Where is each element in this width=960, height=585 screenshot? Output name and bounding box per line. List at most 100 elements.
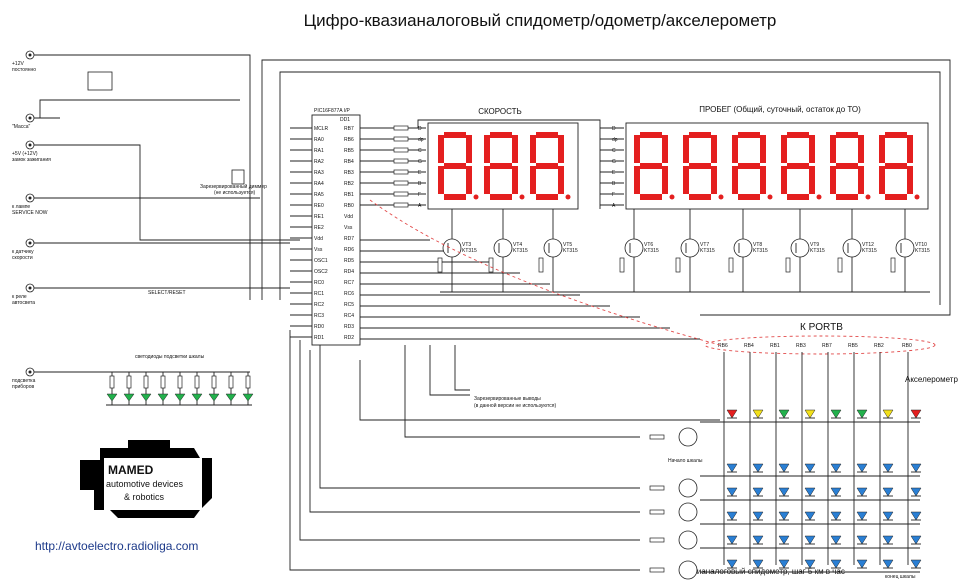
transistor [680,238,700,258]
bargraph-led [856,511,868,521]
outer-wire [279,71,941,305]
segment [490,132,512,138]
segment [738,194,760,200]
bargraph-led [804,511,816,521]
bargraph-led [882,535,894,545]
transistor [624,238,644,258]
segment [858,166,864,194]
mamed-logo: MAMED automotive devices & robotics [80,440,212,518]
mcu-left-pin: RC1 [314,291,324,297]
segment [536,194,558,200]
mcu-left-pin: Vss [314,247,323,253]
seven-segment-digit [781,132,822,200]
mcu-right-pin: Vdd [344,214,353,220]
row-resistor [649,537,665,543]
bargraph-led [882,487,894,497]
wire [309,350,640,513]
base-resistor [890,257,896,273]
connector-pin [28,116,32,120]
outer-wire [261,59,951,316]
odo-seg-pin: F [612,192,615,198]
connector-sublabel: SERVICE NOW [12,210,48,216]
segment-resistor [393,125,409,131]
segment [760,135,766,163]
connector-pin [28,53,32,57]
bargraph-led [830,511,842,521]
speed-seg-pin: F [418,192,421,198]
segment [689,194,711,200]
segment [836,132,858,138]
seven-segment-digit [634,132,675,200]
backlight-label: светодиоды подсветки шкалы [135,354,205,360]
mcu-right-pin: RB1 [344,192,354,198]
base-resistor [488,257,494,273]
backlight-resistor [211,375,217,389]
transistor-type: KT315 [513,248,528,254]
mcu-left-pin: RA1 [314,148,324,154]
mcu-right-pin: RB6 [344,137,354,143]
segment [830,135,836,163]
segment [858,135,864,163]
mcu-left-pin: RE2 [314,225,324,231]
portb-pin: RB5 [848,343,858,349]
row-transistor [678,427,698,447]
mcu-right-pin: RD3 [344,324,354,330]
bargraph-led [752,487,764,497]
transistor [733,238,753,258]
segment [885,194,907,200]
connector-label: к реле [12,294,27,300]
segment [444,132,466,138]
wire [454,345,470,391]
bus-wire [417,119,601,209]
bargraph-led [726,511,738,521]
segment [885,163,907,169]
mcu-left-pin: RA3 [314,170,324,176]
transistor-ref: VT10 [915,242,927,248]
bargraph-led [830,535,842,545]
seven-segment-digit [484,132,525,200]
decimal-point [565,194,571,200]
backlight-led [174,393,186,402]
segment [907,135,913,163]
connector-sublabel: автосвета [12,300,35,306]
transistor-ref: VT6 [644,242,653,248]
backlight-led [157,393,169,402]
connector-label: +5V (+12V) [12,151,38,157]
segment [438,135,444,163]
bargraph-led [856,487,868,497]
ground-wire [39,99,240,118]
segment-resistor [393,191,409,197]
bargraph-led [910,559,922,569]
wire [299,340,640,541]
bargraph-led [804,463,816,473]
wire [319,345,640,489]
bargraph-led [778,559,790,569]
segment [689,132,711,138]
speed-seg-pin: C [418,148,422,154]
segment [781,135,787,163]
speed-display-label: СКОРОСТЬ [478,107,522,116]
mcu-left-pin: OSC1 [314,258,328,264]
seven-segment-digit [530,132,571,200]
segment [732,166,738,194]
backlight-resistor [177,375,183,389]
segment-resistor [393,158,409,164]
bargraph-led [830,487,842,497]
connector-label: +12V [12,61,24,67]
mcu-right-pin: RB4 [344,159,354,165]
connector-pin [28,196,32,200]
bargraph-led [830,559,842,569]
segment [530,166,536,194]
transistor-ref: VT4 [513,242,522,248]
logo-line2: automotive devices [106,479,184,489]
logo-line3: & robotics [124,492,165,502]
mcu-left-pin: RD0 [314,324,324,330]
segment [711,135,717,163]
segment [683,166,689,194]
backlight-resistor [194,375,200,389]
mcu-right-pin: RB3 [344,170,354,176]
site-url[interactable]: http://avtoelectro.radioliga.com [35,539,198,553]
bargraph-led [804,559,816,569]
logo-line1: MAMED [108,463,154,477]
bargraph-led [882,463,894,473]
